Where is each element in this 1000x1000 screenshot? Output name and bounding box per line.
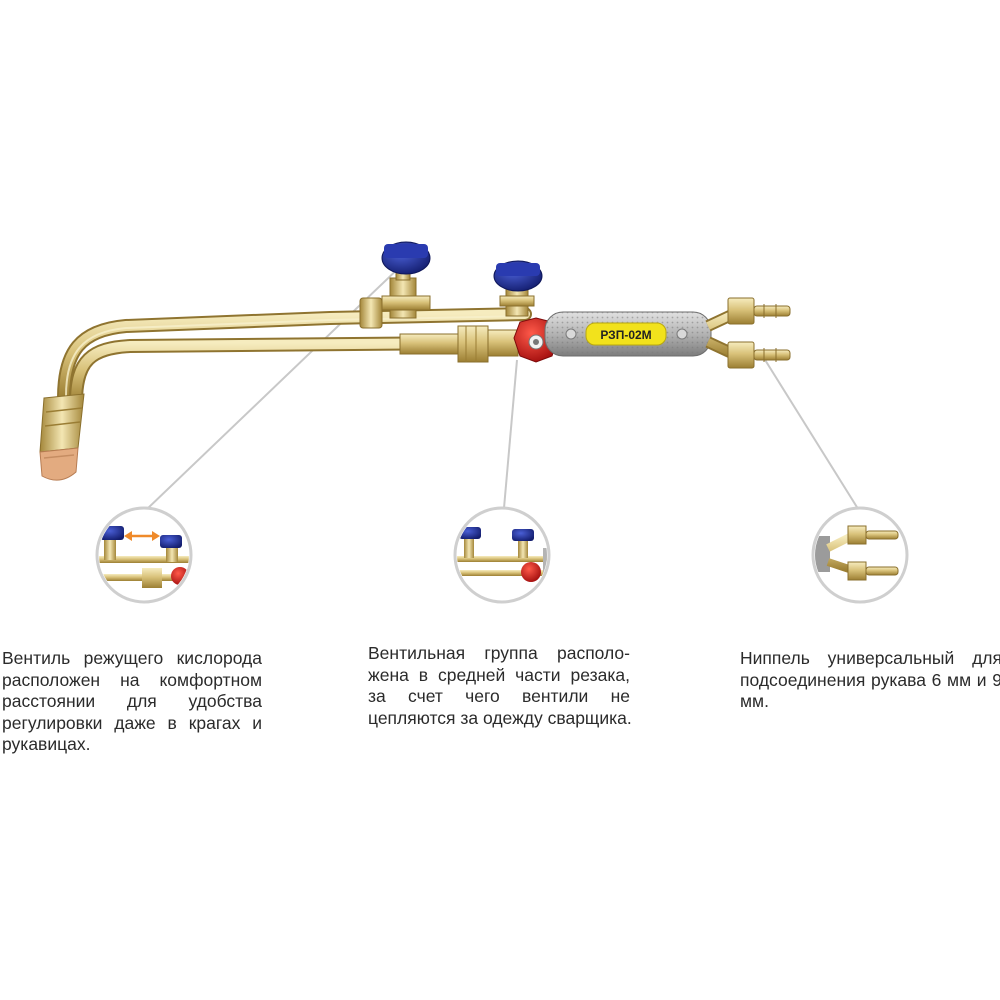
caption-line: мм. — [740, 691, 769, 711]
oxygen-tube — [57, 307, 532, 405]
caption-line: рукавицах. — [2, 734, 91, 754]
caption-line: подсоединения рукава 6 мм и 9 — [740, 669, 1000, 690]
caption-line: жена в средней части резака, — [368, 664, 630, 685]
torch-handle — [544, 311, 712, 357]
detail-circle-oxygen-valve — [95, 506, 193, 604]
caption-oxygen-valve: Вентиль режущего кислорода расположен на… — [2, 648, 262, 756]
caption-line: расстоянии для удобства — [2, 691, 262, 711]
torch-head — [39, 393, 85, 481]
caption-nipple: Ниппель универсальный для подсоединения … — [740, 648, 1000, 713]
caption-line: регулировки даже в крагах и — [2, 712, 262, 733]
caption-line: цепляются за одежду сварщика. — [368, 707, 632, 728]
caption-line: Ниппель универсальный для — [740, 648, 1000, 668]
caption-valve-group: Вентильная группа располо- жена в средне… — [368, 643, 632, 729]
oxygen-valve — [359, 241, 431, 329]
handle-label: РЗП-02М — [600, 328, 651, 342]
detail-circle-nipple — [811, 506, 909, 604]
gas-tube-fittings — [399, 325, 519, 363]
preheat-valve — [493, 260, 543, 317]
hose-nipples — [705, 297, 791, 369]
gas-tube — [69, 336, 477, 409]
caption-line: за счет чего вентили не — [368, 686, 630, 706]
detail-circle-valve-group — [453, 506, 551, 604]
caption-line: расположен на комфортном — [2, 669, 262, 690]
caption-line: Вентиль режущего кислорода — [2, 648, 262, 668]
caption-line: Вентильная группа располо- — [368, 643, 630, 663]
